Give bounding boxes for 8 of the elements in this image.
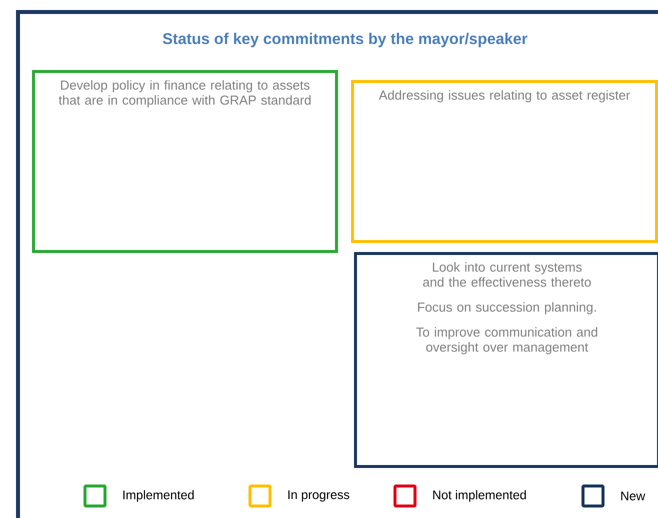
- legend-label: Not implemented: [433, 490, 526, 502]
- legend-label: Implemented: [123, 490, 194, 502]
- status-box: Look into current systems and the effectiveness thereto Focus on succession planning. To improve communication and oversight over management: [354, 252, 658, 468]
- status-box: Addressing issues relating to asset register: [351, 80, 658, 243]
- legend-label: In progress: [288, 490, 350, 502]
- title: Status of key commitments by the mayor/speaker: [162, 32, 528, 48]
- status-box: Develop policy in finance relating to assets that are in compliance with GRAP standard: [32, 70, 338, 253]
- legend-label: New: [621, 492, 646, 500]
